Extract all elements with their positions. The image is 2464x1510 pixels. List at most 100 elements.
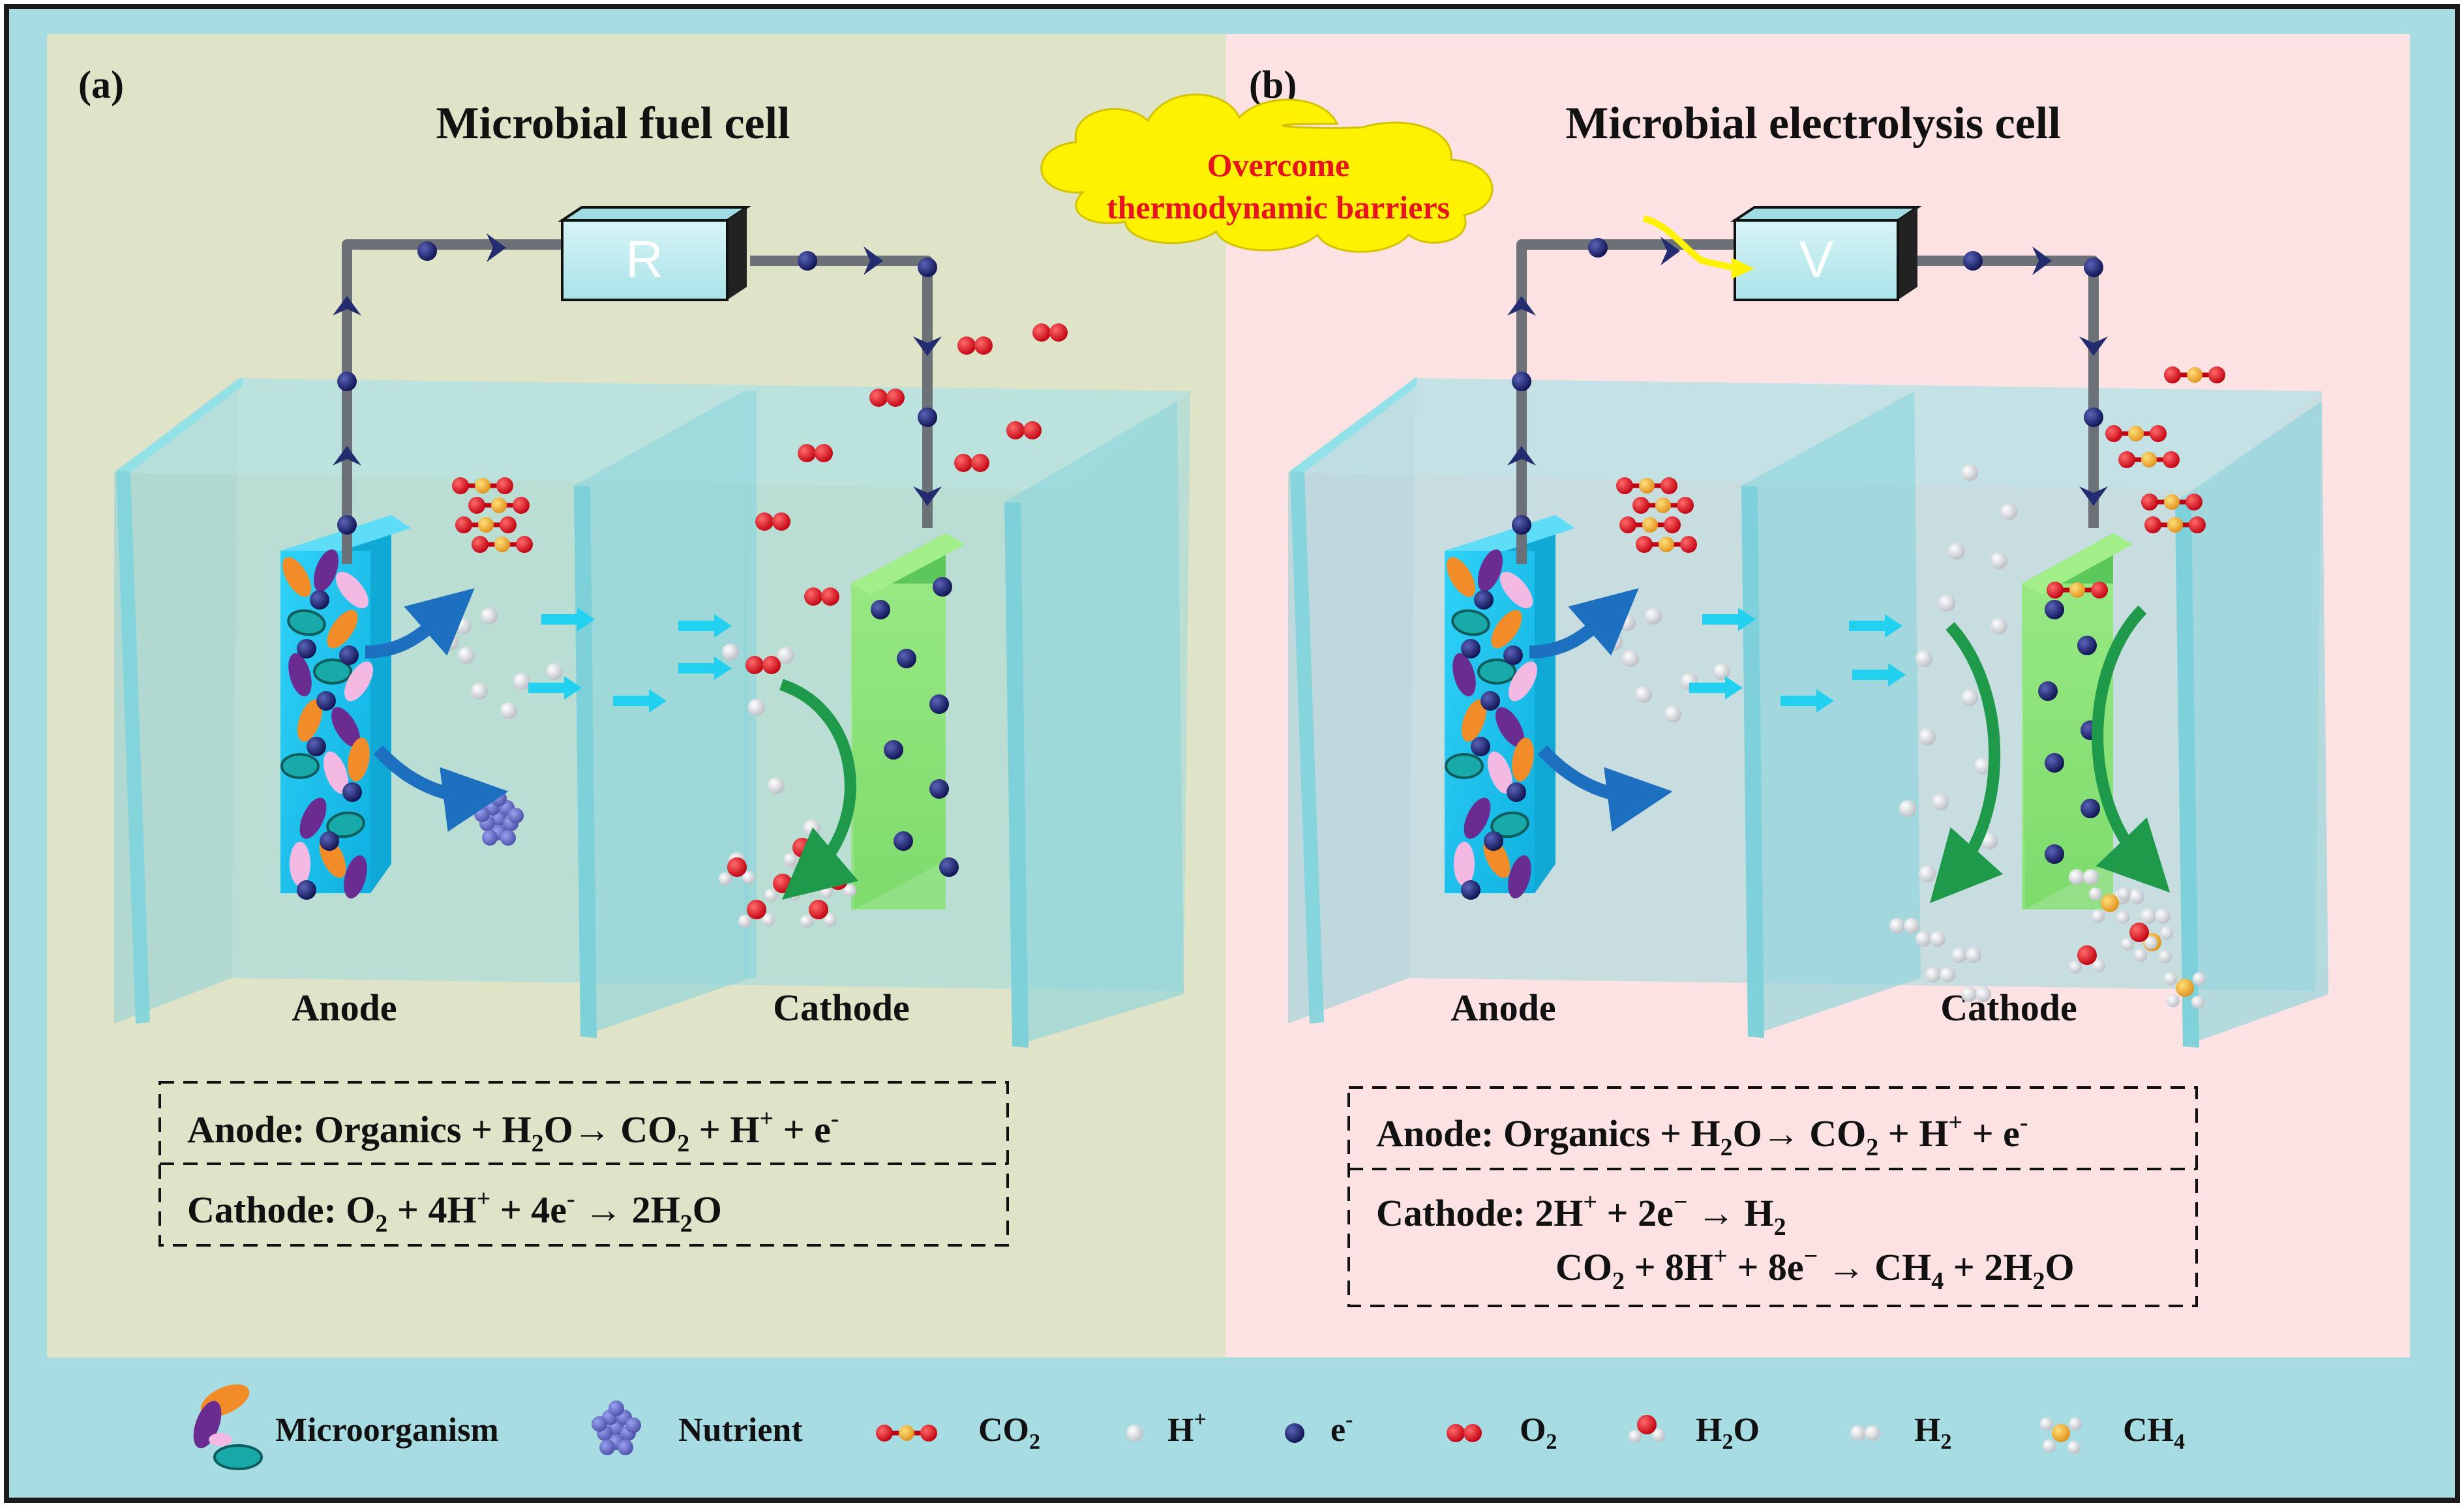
o2-molecule <box>957 336 993 355</box>
microorganism <box>299 797 327 839</box>
thermodynamic-barrier-cloud: Overcome thermodynamic barriers <box>1040 93 1754 279</box>
panel-a-resistor-box: R <box>558 206 751 301</box>
electron <box>1503 645 1523 665</box>
reaction-arrow <box>1529 588 1639 659</box>
flow-arrow <box>2079 336 2108 356</box>
proton <box>481 608 498 625</box>
panel-b-device-label: V <box>1799 230 1834 288</box>
electron <box>929 694 949 714</box>
microorganism <box>1491 610 1522 649</box>
legend: Microorganism Nutrient CO2 H+ e- O2 H2O … <box>193 1384 2185 1470</box>
flow-arrow <box>333 446 361 466</box>
panel-a-cathode-label: Cathode <box>773 986 909 1029</box>
electron <box>939 857 959 877</box>
electron <box>1474 590 1494 610</box>
panel-a-letter: (a) <box>78 63 124 106</box>
proton <box>471 683 488 700</box>
electron <box>1507 782 1526 802</box>
electron <box>2084 407 2103 427</box>
proton <box>1606 634 1623 651</box>
co2-molecule <box>468 497 530 514</box>
microorganism <box>1509 661 1537 702</box>
reaction-arrow <box>373 745 509 832</box>
h2o-molecule <box>800 900 837 928</box>
h2-molecule <box>1961 986 1991 1002</box>
legend-co2: CO2 <box>876 1412 1040 1454</box>
proton-flow-arrow <box>1780 689 1834 713</box>
co2-molecule <box>455 516 517 533</box>
h2-molecule <box>1889 918 1919 934</box>
microorganism <box>344 855 367 899</box>
proton <box>804 820 820 836</box>
microorganism <box>1490 811 1529 838</box>
electron <box>894 831 913 851</box>
proton <box>768 777 785 794</box>
reaction-arrow <box>1930 621 2004 904</box>
panel-b-cathode-equation-2: CO2 + 8H+ + 8e− → CH4 + 2H2O <box>1555 1243 2075 1295</box>
electron <box>2045 600 2064 619</box>
electron <box>2045 753 2064 773</box>
electron <box>307 737 326 756</box>
electron <box>417 241 437 261</box>
electron <box>337 515 357 535</box>
electron <box>1285 1423 1304 1443</box>
legend-h2: H2 <box>1850 1412 1951 1454</box>
legend-co2-label: CO2 <box>978 1412 1040 1454</box>
proton <box>1938 595 1955 612</box>
proton <box>546 663 563 680</box>
microorganism <box>1451 609 1490 636</box>
proton <box>1622 650 1639 667</box>
electron <box>337 372 357 391</box>
proton <box>1645 608 1662 625</box>
electron <box>297 880 316 900</box>
proton <box>1991 617 2007 634</box>
proton <box>1916 650 1932 667</box>
proton <box>1664 705 1681 722</box>
proton <box>1948 542 1965 559</box>
panel-a-microorganisms <box>280 549 373 900</box>
electron <box>884 740 903 760</box>
o2-molecule <box>1447 1424 1482 1442</box>
flow-arrow <box>2079 486 2108 506</box>
microorganism <box>1499 571 1533 609</box>
electron <box>918 258 937 277</box>
proton <box>1635 686 1652 703</box>
electron <box>2084 258 2103 277</box>
electron <box>339 645 359 665</box>
cloud-line-1: Overcome <box>1207 147 1349 183</box>
microorganism <box>1495 707 1524 747</box>
panel-a: (a) Microbial fuel cell <box>78 63 1190 1247</box>
electron <box>1512 515 1531 535</box>
electron <box>316 691 336 711</box>
proton <box>1961 689 1978 706</box>
microorganism <box>288 653 312 697</box>
ch4-molecule <box>2164 972 2206 1009</box>
panel-a-anode-equation: Anode: Organics + H2O→ CO2 + H+ + e- <box>187 1105 839 1157</box>
microorganism <box>313 549 339 592</box>
microorganism <box>280 753 320 779</box>
proton <box>1619 614 1636 631</box>
electron <box>933 577 952 597</box>
proton <box>513 673 530 690</box>
h2-molecule <box>1850 1425 1880 1441</box>
panel-a-anode-label: Anode <box>292 986 397 1029</box>
h2-molecule <box>1951 947 1981 963</box>
h2o-molecule <box>1629 1415 1665 1443</box>
electron <box>2038 681 2058 701</box>
legend-ch4-label: CH4 <box>2123 1412 2185 1454</box>
flow-arrow <box>913 486 942 506</box>
co2-molecule <box>2164 366 2225 383</box>
microorganism <box>327 610 358 649</box>
panel-b-cathode-equation-1: Cathode: 2H+ + 2e− → H2 <box>1376 1189 1786 1241</box>
flow-arrow <box>487 233 506 262</box>
panel-b-title: Microbial electrolysis cell <box>1565 98 2060 149</box>
legend-hplus-label: H+ <box>1167 1408 1207 1449</box>
microorganism <box>326 811 365 838</box>
legend-h2o: H2O <box>1629 1412 1760 1454</box>
nutrient-cluster <box>592 1400 641 1455</box>
flow-arrow <box>864 246 883 275</box>
legend-o2-label: O2 <box>1520 1412 1557 1454</box>
proton <box>1713 663 1730 680</box>
panel-b-cathode-label: Cathode <box>1940 986 2077 1029</box>
microorganism <box>335 571 369 609</box>
